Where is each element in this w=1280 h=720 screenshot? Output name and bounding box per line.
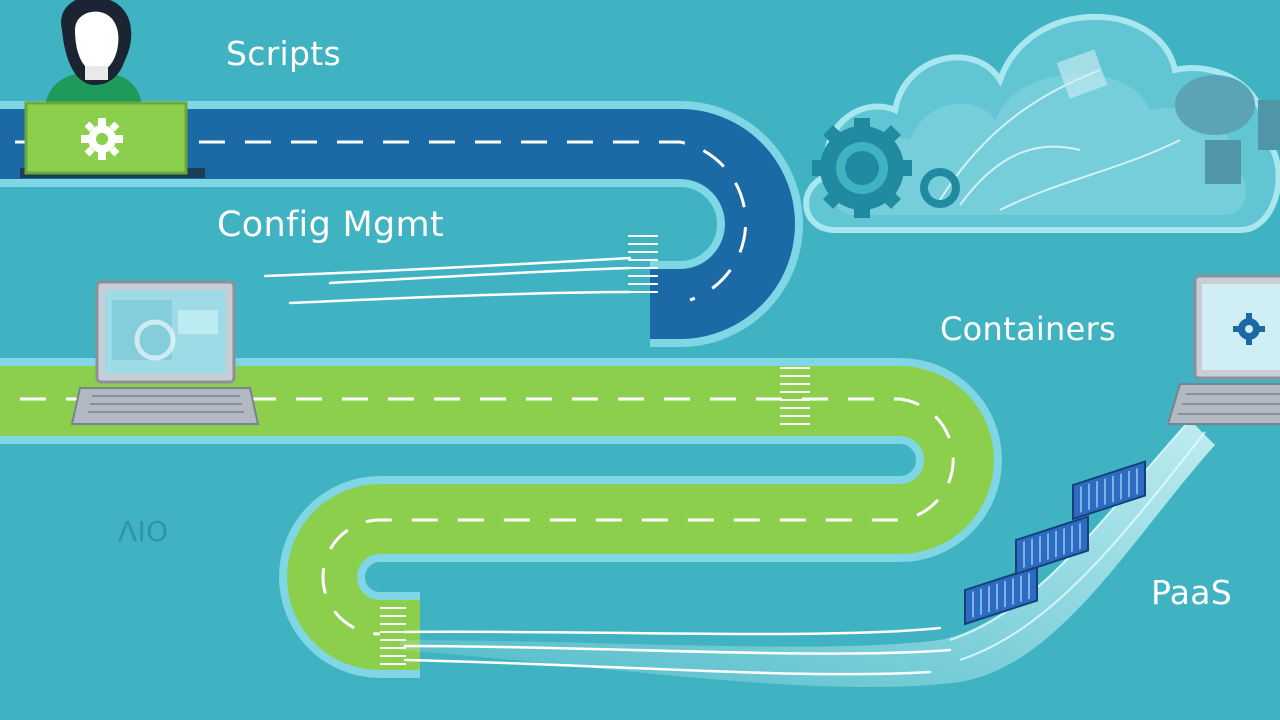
- laptop-icon: [1166, 274, 1280, 425]
- light-beam: [400, 419, 1215, 688]
- faint-text: ΛΙΟ: [118, 515, 169, 548]
- laptop-icon: [70, 280, 260, 425]
- stage-label-config-mgmt: Config Mgmt: [217, 205, 444, 245]
- gear-icon: [812, 118, 960, 218]
- stage-label-containers: Containers: [940, 310, 1117, 348]
- stage-label-scripts: Scripts: [226, 34, 342, 73]
- user-avatar-icon: [45, 0, 142, 105]
- gear-icon: [81, 118, 123, 160]
- container-icon: [964, 460, 1146, 626]
- stage-label-paas: PaaS: [1151, 573, 1233, 612]
- blue-road: [0, 101, 803, 347]
- server-icon: [1175, 75, 1280, 184]
- gear-icon: [1233, 313, 1265, 345]
- green-road: [0, 358, 1002, 678]
